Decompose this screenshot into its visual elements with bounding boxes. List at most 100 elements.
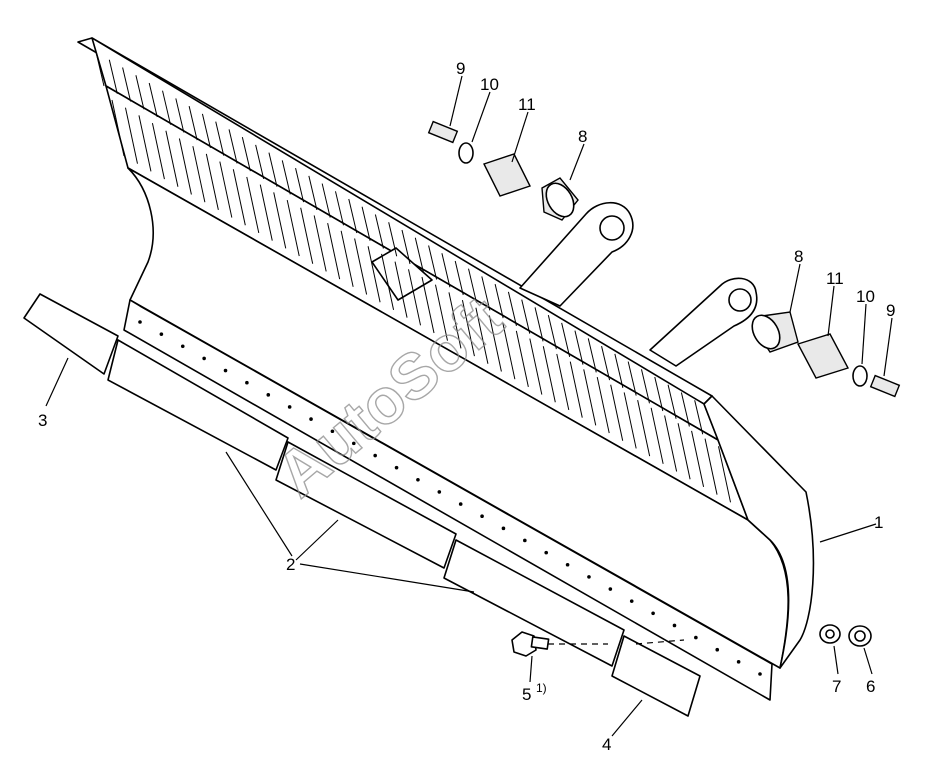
grille-rib (205, 153, 219, 210)
bolt-hole (694, 635, 698, 640)
grille-rib (327, 223, 341, 280)
bolt-hole (608, 587, 613, 591)
label-part-10-upper: 10 (480, 75, 499, 94)
grille-rib (111, 99, 125, 157)
grille-rib (219, 161, 233, 218)
grille-rib (434, 284, 448, 341)
cutting-edge-segment-1 (107, 339, 289, 471)
grille-rib (401, 229, 411, 265)
leader-lines (45, 75, 893, 737)
grille-rib (273, 192, 287, 249)
bolt-hole (394, 465, 399, 470)
grille-rib (135, 75, 145, 110)
grille-rib (300, 207, 314, 264)
grille-rib (246, 176, 260, 234)
grille-rib (534, 307, 544, 342)
bolt-hole (523, 538, 527, 543)
bolt-hole (138, 320, 142, 324)
grille-rib (610, 384, 624, 441)
bolt-hole (330, 429, 335, 434)
bolt-hole (351, 441, 356, 446)
grille-rib (677, 423, 691, 480)
label-part-11-upper: 11 (518, 95, 536, 114)
callouts: 1 2 3 4 5 1) 6 7 8 8 9 9 10 10 11 11 (38, 59, 895, 754)
grille-rib (667, 384, 677, 419)
bolt-hole (458, 502, 463, 506)
label-part-5-note: 1) (536, 681, 547, 695)
grille-rib (95, 51, 105, 87)
grille-rib (507, 291, 517, 327)
grille-rib (165, 130, 179, 187)
grille-rib (691, 430, 705, 488)
grille-rib (454, 260, 464, 296)
grille-rib (441, 253, 451, 288)
bolt-hole (715, 647, 720, 652)
bushing-lower (751, 311, 799, 353)
push-arm-upper (519, 201, 634, 307)
grille-rib (228, 129, 238, 164)
grille-rib (241, 137, 251, 172)
grille-rib (348, 198, 358, 234)
grille-ribs (95, 51, 732, 503)
grille-rib (596, 376, 610, 434)
grille-rib (475, 307, 489, 364)
grille-rib (188, 106, 198, 141)
washer-lower (852, 365, 868, 387)
grille-rib (461, 299, 475, 357)
grille-rib (268, 152, 278, 187)
grille-rib (481, 276, 491, 311)
grille-rib (178, 138, 192, 195)
bolt-hole (629, 599, 634, 603)
grille-rib (428, 245, 438, 280)
bolt-hole (736, 660, 741, 664)
grille-rib (468, 268, 478, 303)
grille-rib (259, 184, 273, 241)
grille-rib (529, 338, 543, 395)
grille-rib (367, 246, 381, 303)
label-part-6: 6 (866, 677, 875, 696)
grille-rib (201, 113, 211, 149)
grille-rib (361, 206, 371, 241)
bolt-hole (287, 405, 292, 409)
bolt-hole (159, 332, 164, 336)
bolt-hole (373, 453, 377, 458)
bolt-hole (223, 368, 228, 373)
grille-rib (340, 230, 354, 287)
label-part-7: 7 (832, 677, 841, 696)
grille-rib (680, 392, 690, 427)
label-part-1: 1 (874, 513, 883, 532)
grille-rib (122, 67, 132, 102)
grille-rib (295, 167, 305, 203)
spacer-lower (796, 333, 850, 379)
bolt-hole (587, 575, 591, 579)
bolt-hole (309, 417, 313, 421)
bolt (511, 631, 550, 657)
end-bit-left (23, 293, 119, 375)
end-bit-right (611, 635, 701, 717)
grille-rib (494, 284, 504, 319)
grille-rib (313, 215, 327, 272)
bolt-hole (501, 526, 506, 531)
bolt-hole (651, 611, 655, 616)
label-part-8-upper: 8 (578, 127, 587, 146)
grille-rib (374, 214, 384, 249)
cutting-edge-segment-3 (443, 539, 625, 667)
grille-rib (587, 338, 597, 373)
grille-rib (175, 98, 185, 133)
grille-rib (547, 315, 557, 350)
grille-rib (718, 446, 732, 503)
bolt-hole (565, 562, 570, 567)
bolt-hole (266, 393, 271, 397)
grille-rib (542, 346, 556, 403)
grille-rib (281, 160, 291, 195)
grille-rib (640, 369, 650, 404)
bushing-upper (541, 177, 579, 221)
grille-rib (334, 191, 344, 226)
grille-rib (502, 323, 516, 380)
label-part-11-lower: 11 (826, 269, 844, 288)
grille-rib (394, 261, 408, 318)
grille-rib (654, 376, 664, 412)
grille-rib (232, 169, 246, 226)
